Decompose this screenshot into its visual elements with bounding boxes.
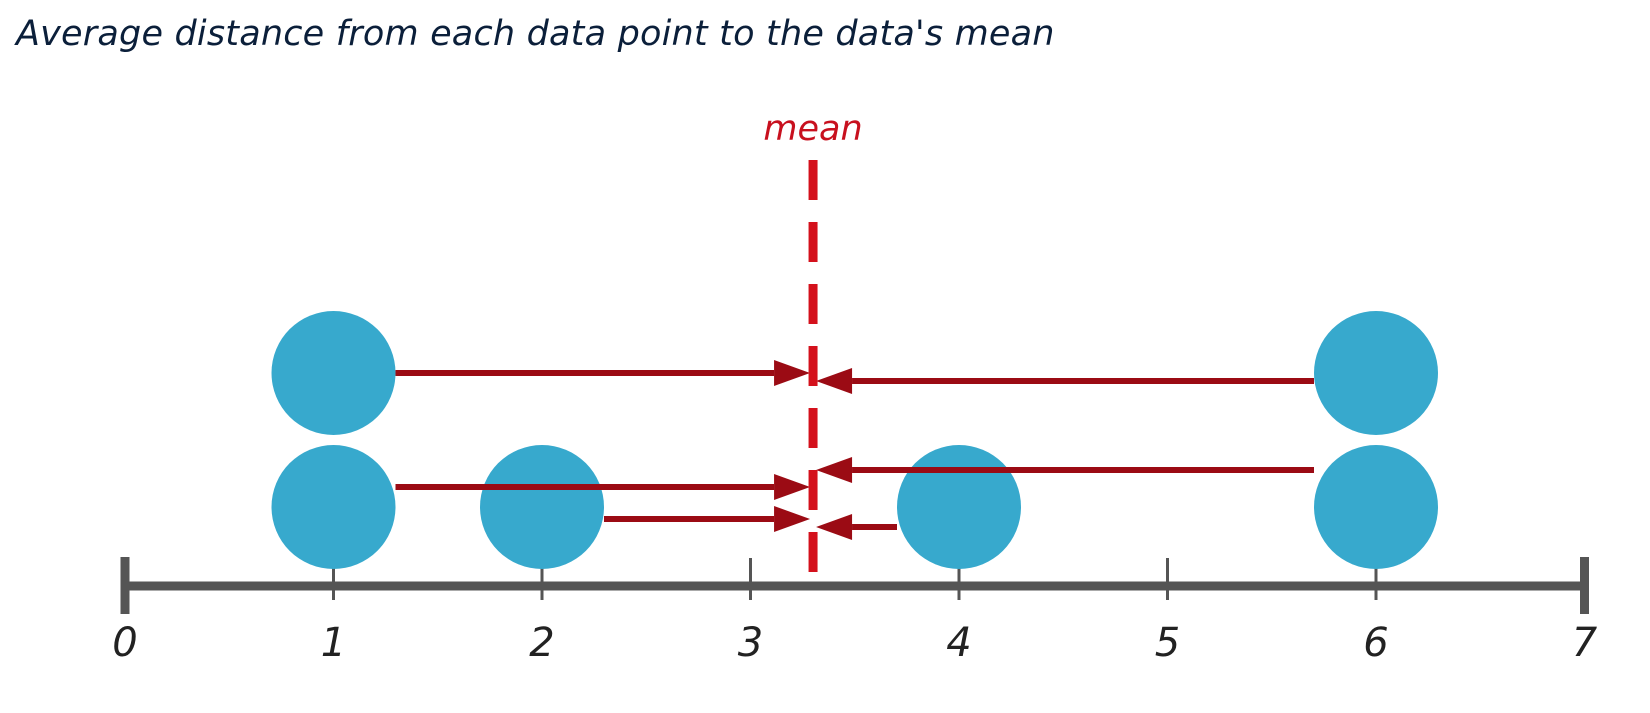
axis-tick-label-7: 7 xyxy=(1572,620,1598,666)
data-point-2 xyxy=(271,311,396,435)
diagram-title: Average distance from each data point to… xyxy=(16,14,1055,54)
axis-tick-label-4: 4 xyxy=(946,620,971,666)
distance-arrowhead-5 xyxy=(816,457,853,483)
data-point-6 xyxy=(1314,311,1438,435)
distance-arrowhead-2 xyxy=(774,360,811,386)
axis-tick-label-5: 5 xyxy=(1155,620,1180,666)
data-point-3 xyxy=(480,445,604,569)
axis-tick-label-2: 2 xyxy=(529,620,554,666)
distance-arrowhead-1 xyxy=(774,474,811,500)
data-point-5 xyxy=(1314,445,1438,569)
distance-arrowhead-4 xyxy=(816,514,853,540)
axis-tick-label-0: 0 xyxy=(112,620,137,666)
data-point-4 xyxy=(897,445,1021,569)
mean-label: mean xyxy=(763,109,862,149)
distance-arrowhead-6 xyxy=(816,368,853,394)
axis-tick-label-1: 1 xyxy=(321,620,346,666)
axis-tick-label-3: 3 xyxy=(738,620,763,666)
distance-arrowhead-3 xyxy=(774,506,811,532)
data-point-1 xyxy=(271,445,396,569)
axis-tick-label-6: 6 xyxy=(1363,620,1388,666)
